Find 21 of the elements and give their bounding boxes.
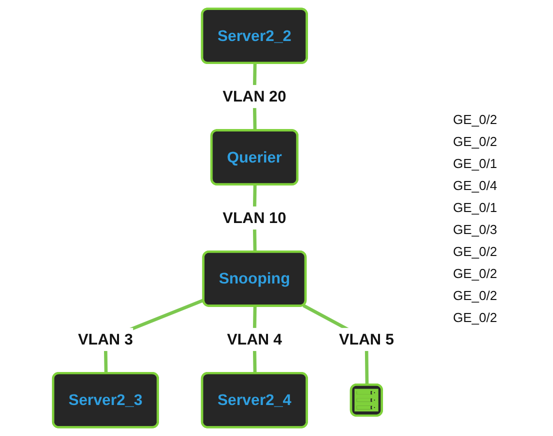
port-label: GE_0/2: [453, 244, 498, 258]
server-node: Server2_2: [200, 8, 308, 64]
server-icon: [350, 384, 383, 417]
switch-node: Querier: [210, 129, 298, 186]
edge-label: VLAN 4: [226, 328, 282, 351]
edge-label: VLAN 5: [338, 328, 394, 351]
server-node: Server2_3: [52, 372, 159, 428]
switch-node: Snooping: [202, 250, 307, 307]
port-label: GE_0/2: [453, 266, 498, 280]
port-label: GE_0/1: [453, 200, 498, 214]
port-label: GE_0/2: [453, 288, 498, 302]
port-label: GE_0/4: [453, 178, 498, 192]
port-label: GE_0/1: [453, 156, 498, 170]
server-node: Server2_4: [200, 372, 308, 428]
port-label: GE_0/2: [453, 310, 498, 324]
edge-label: VLAN 3: [78, 328, 133, 351]
port-label: GE_0/2: [453, 134, 498, 148]
edge-label: VLAN 10: [222, 206, 286, 230]
port-label: GE_0/3: [453, 222, 498, 236]
port-label: GE_0/2: [453, 112, 498, 126]
edge-label: VLAN 20: [222, 85, 286, 108]
